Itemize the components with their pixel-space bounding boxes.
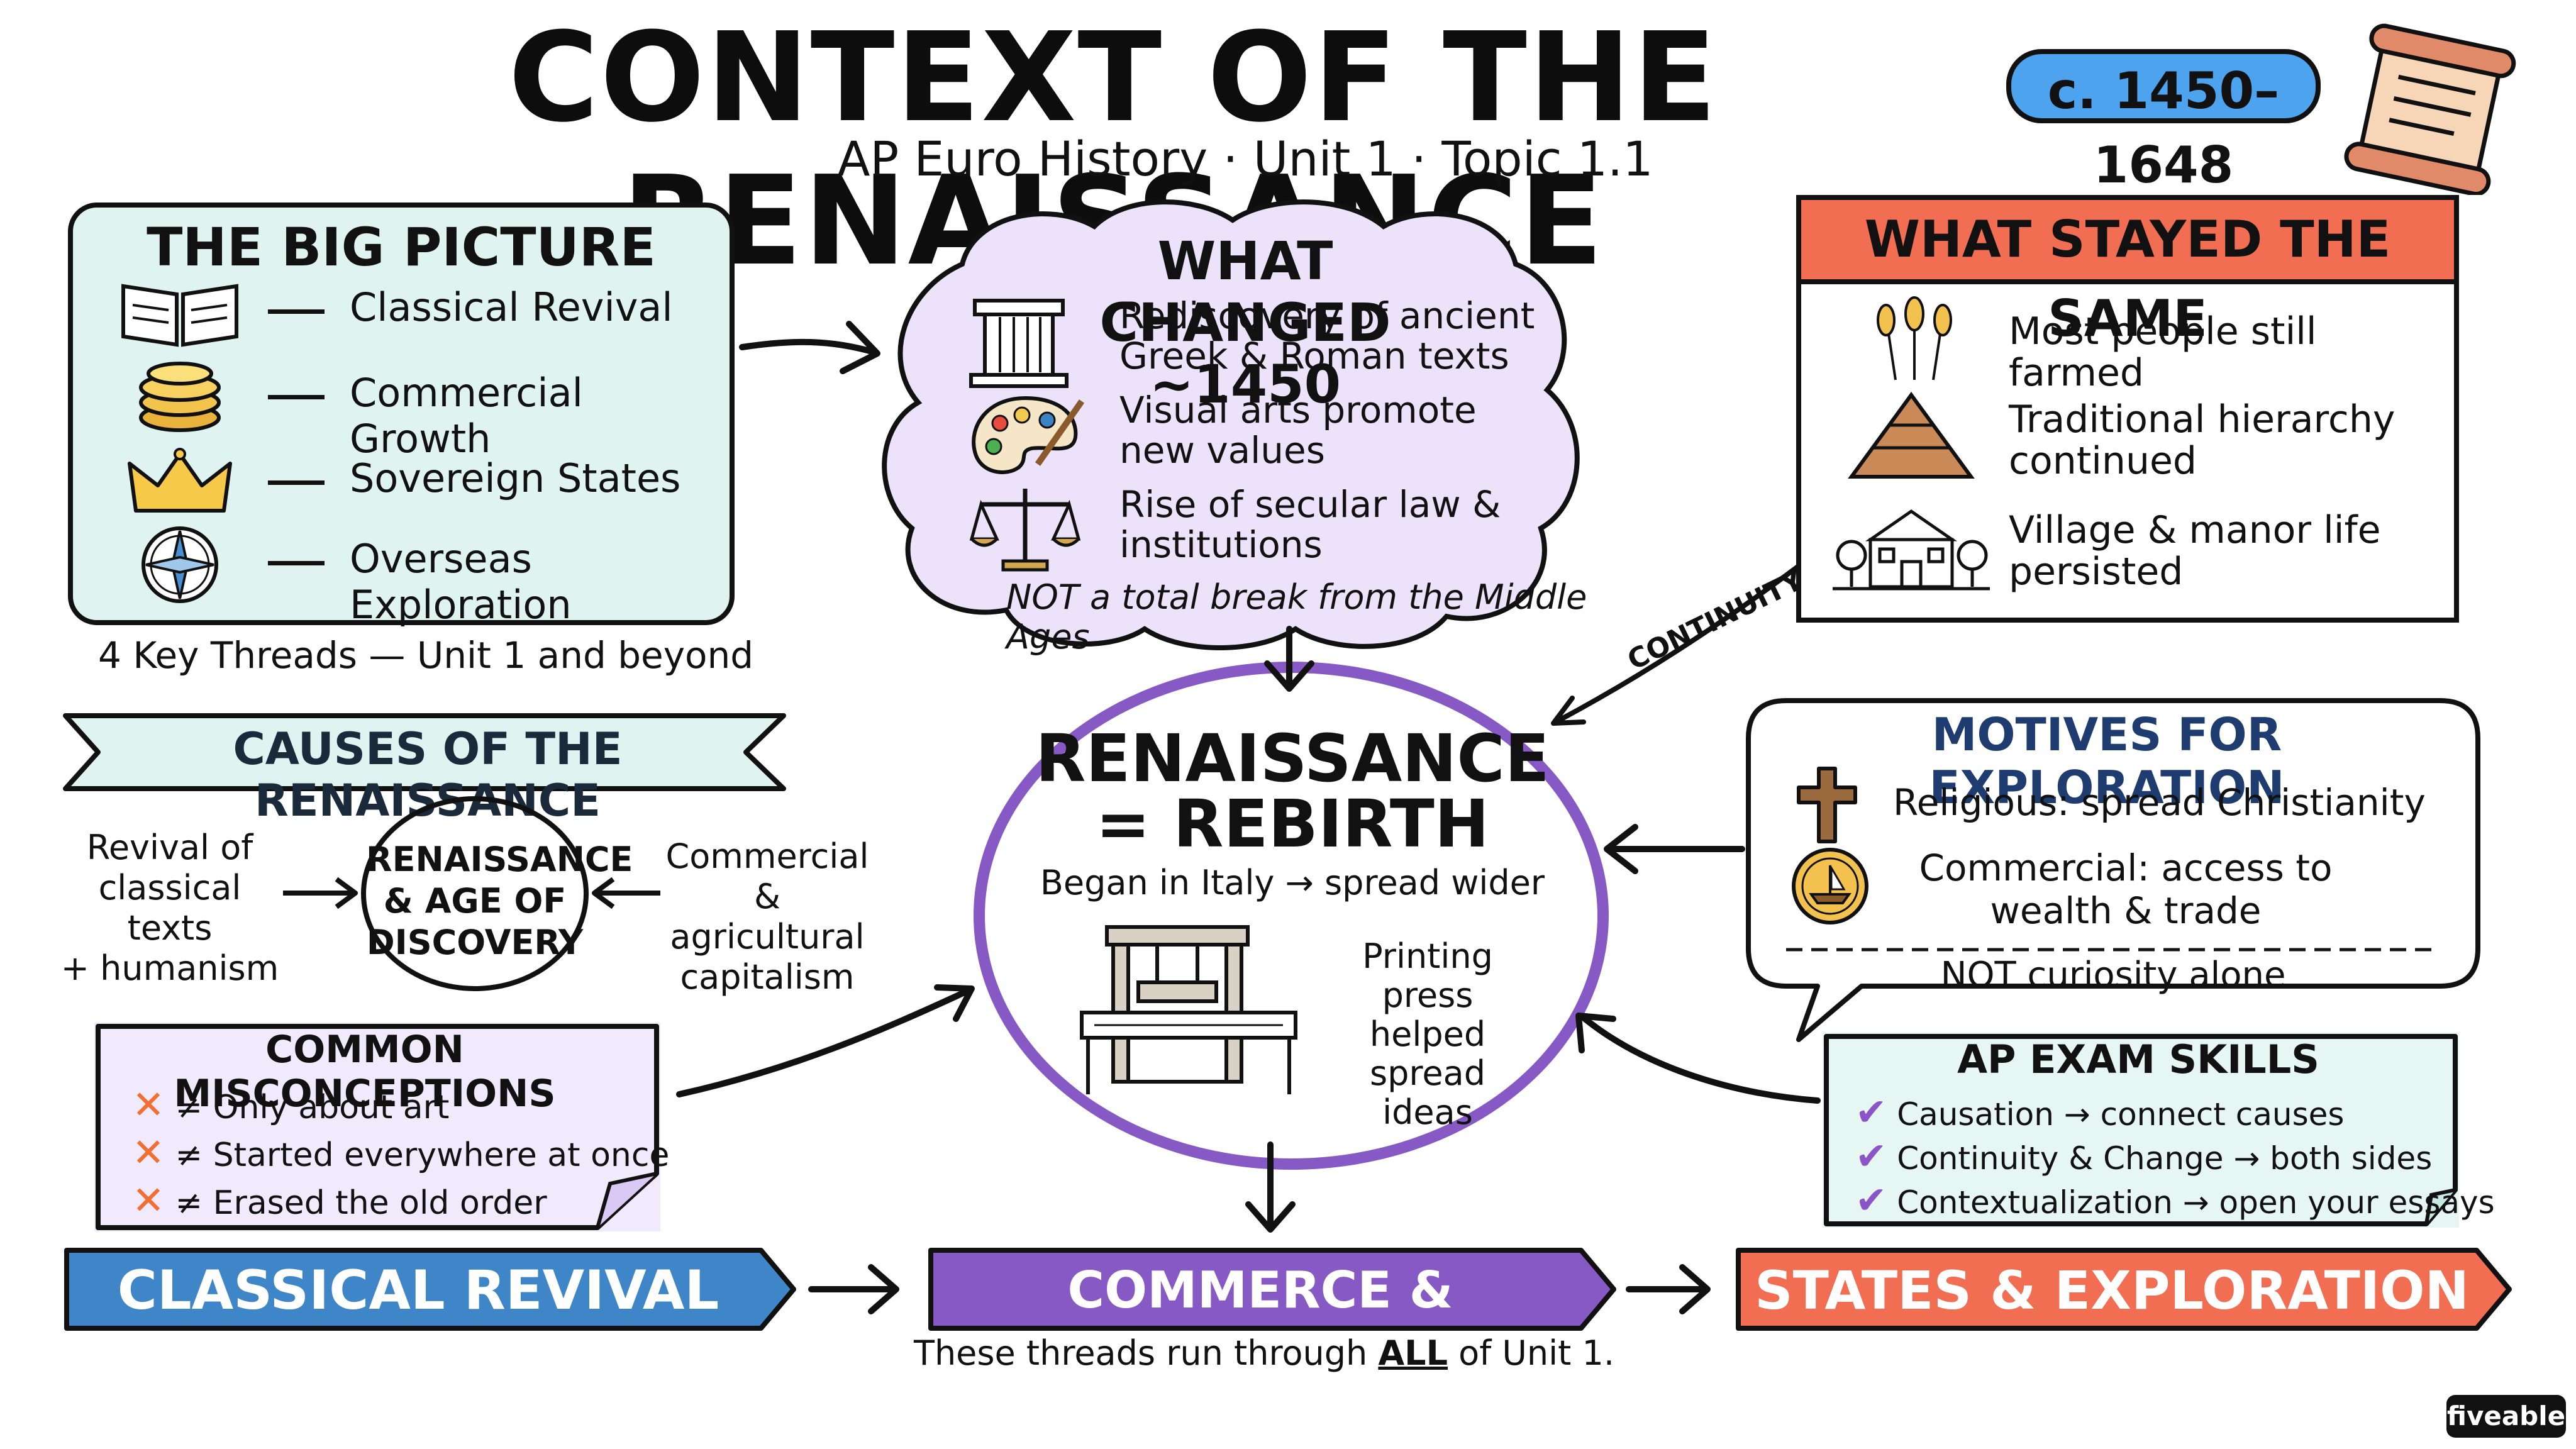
manor-icon (1833, 509, 1990, 591)
motives-bubble (1746, 698, 2480, 1042)
thread-banner-states (1736, 1248, 2512, 1331)
arrow-right-icon (283, 877, 358, 909)
misconceptions-note (94, 1023, 660, 1231)
list-item: ✔ Continuity & Change → both sides (1855, 1135, 2433, 1179)
list-item: ✔ Contextualization → open your essays (1855, 1179, 2495, 1223)
compass-icon (142, 526, 218, 603)
crown-icon (128, 448, 232, 513)
cause-left: Revival of classical texts + humanism (60, 828, 279, 988)
list-item: ✔ Causation → connect causes (1855, 1091, 2345, 1135)
palette-icon (972, 396, 1085, 474)
exam-skills-title: AP EXAM SKILLS (1957, 1036, 2319, 1082)
big-picture-title: THE BIG PICTURE (147, 216, 656, 278)
x-mark-icon: ✕ (132, 1177, 165, 1223)
date-range-badge: c. 1450–1648 (2006, 49, 2321, 194)
checkmark-icon: ✔ (1855, 1179, 1887, 1223)
connector-dash (268, 309, 325, 314)
changed-item: Visual arts promote new values (1119, 389, 1477, 472)
cross-icon (1797, 767, 1857, 843)
stayed-item: Most people still farmed (2009, 309, 2317, 395)
misconceptions-title: COMMON MISCONCEPTIONS (174, 1028, 556, 1116)
changed-item: Rise of secular law & institutions (1119, 483, 1501, 566)
wheat-icon (1877, 296, 1952, 380)
motives-title: MOTIVES FOR EXPLORATION (1929, 708, 2285, 814)
what-changed-footer: NOT a total break from the Middle Ages (1006, 577, 1587, 657)
stayed-item: Village & manor life persisted (2009, 508, 2381, 594)
motive-religious: Religious: spread Christianity (1893, 781, 2426, 824)
stayed-same-title: WHAT STAYED THE SAME (1801, 200, 2454, 348)
rebirth-title: RENAISSANCE = REBIRTH (1035, 720, 1550, 862)
rebirth-subtitle: Began in Italy → spread wider (1040, 863, 1545, 902)
motives-footer: NOT curiosity alone (1940, 955, 2286, 996)
list-item: Overseas Exploration (73, 522, 733, 628)
brand-logo: fiveable (2446, 1395, 2566, 1438)
causes-banner (63, 713, 786, 791)
thread-banner-commerce (928, 1248, 1616, 1331)
thread-commerce-label: COMMERCE & CAPITALISM (1067, 1261, 1453, 1395)
checkmark-icon: ✔ (1855, 1135, 1887, 1179)
exam-skills-note (1823, 1033, 2459, 1228)
list-item: Classical Revival (73, 270, 733, 352)
thread-classical-label: CLASSICAL REVIVAL (117, 1259, 719, 1322)
thread-label: Overseas Exploration (350, 536, 572, 628)
thread-states-label: STATES & EXPLORATION (1755, 1260, 2469, 1321)
printing-press-icon (1080, 925, 1297, 1094)
big-picture-footer: 4 Key Threads — Unit 1 and beyond (98, 634, 754, 677)
big-picture-panel: THE BIG PICTURE Classical Revival Commer… (68, 203, 735, 628)
cause-right: Commercial & agricultural capitalism (665, 836, 869, 997)
thread-banner-classical (64, 1248, 796, 1331)
coins-icon (139, 362, 221, 432)
changed-item: Rediscovery of ancient Greek & Roman tex… (1119, 294, 1535, 377)
list-item: Commercial Growth (73, 356, 733, 462)
connector-dash (268, 480, 325, 485)
checkmark-icon: ✔ (1855, 1091, 1887, 1135)
page-subtitle: AP Euro History · Unit 1 · Topic 1.1 (837, 131, 1653, 187)
scales-icon (969, 489, 1081, 572)
list-item: Sovereign States (73, 441, 733, 523)
stayed-item: Traditional hierarchy continued (2009, 397, 2396, 483)
arrow-left-icon (592, 877, 660, 909)
motive-commercial: Commercial: access to wealth & trade (1919, 847, 2333, 932)
continuity-arrow (1551, 564, 1801, 726)
stayed-same-panel: WHAT STAYED THE SAME Most people still f… (1796, 195, 2459, 623)
what-changed-title: WHAT CHANGED ~1450 (1099, 230, 1391, 415)
pyramid-icon (1848, 391, 1975, 479)
scroll-icon (2344, 23, 2516, 195)
list-item: ✕ ≠ Only about art (132, 1082, 450, 1128)
thread-label: Sovereign States (350, 455, 681, 501)
printing-press-caption: Printing press helped spread ideas (1362, 936, 1493, 1132)
x-mark-icon: ✕ (132, 1130, 165, 1175)
open-book-icon (121, 284, 238, 347)
list-item: ✕ ≠ Started everywhere at once (132, 1130, 670, 1175)
x-mark-icon: ✕ (132, 1082, 165, 1128)
column-icon (969, 299, 1069, 388)
thread-label: Commercial Growth (350, 370, 583, 462)
connector-dash (268, 561, 325, 565)
renaissance-age-circle: RENAISSANCE & AGE OF DISCOVERY (361, 796, 633, 991)
ship-coin-icon (1792, 848, 1868, 924)
connector-dash (268, 395, 325, 399)
threads-footer: These threads run through ALL of Unit 1. (913, 1333, 1615, 1373)
list-item: ✕ ≠ Erased the old order (132, 1177, 547, 1223)
thread-label: Classical Revival (350, 284, 673, 330)
